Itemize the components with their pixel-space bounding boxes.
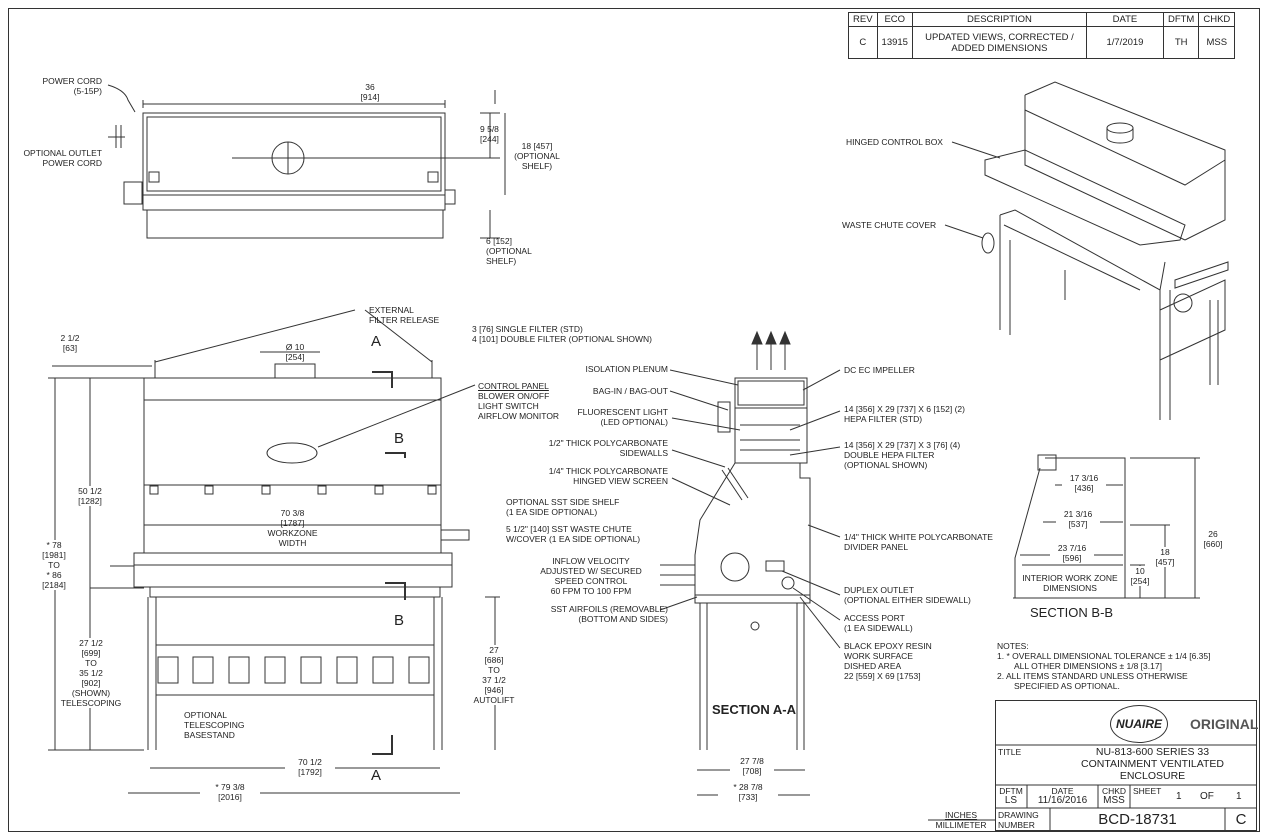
section-bb-width-3: 23 7/16[596] [1050, 543, 1094, 563]
title-block-rev: C [1235, 811, 1247, 828]
access-port-label: ACCESS PORT(1 EA SIDEWALL) [844, 613, 913, 633]
chkd-cell: MSS [1198, 26, 1236, 59]
sheet-total: 1 [1236, 791, 1242, 802]
side-shelf-label: OPTIONAL SST SIDE SHELF(1 EA SIDE OPTION… [506, 497, 620, 517]
date-cell: 1/7/2019 [1085, 26, 1164, 59]
title-block [995, 700, 1257, 831]
revision-table: REV ECO DESCRIPTION DATE DFTM CHKD C 139… [848, 12, 1236, 59]
sst-airfoils-label: SST AIRFOILS (REMOVABLE)(BOTTOM AND SIDE… [550, 604, 668, 624]
section-bb-width-2: 21 3/16[537] [1056, 509, 1100, 529]
overall-width-dimension: * 79 3/8[2016] [200, 782, 260, 802]
section-a-marker-top: A [371, 333, 382, 350]
section-bb-title: SECTION B-B [1030, 605, 1114, 620]
dc-ec-impeller-label: DC EC IMPELLER [844, 365, 915, 375]
section-bb-height-3: 26[660] [1203, 529, 1223, 549]
duplex-outlet-label: DUPLEX OUTLET(OPTIONAL EITHER SIDEWALL) [844, 585, 971, 605]
section-b-marker-top: B [394, 430, 405, 447]
power-cord-label: POWER CORD(5-15P) [42, 76, 103, 96]
upper-height-dimension: 50 1/2[1282] [72, 486, 108, 506]
section-bb-width-1: 17 3/16[436] [1062, 473, 1106, 493]
section-bb-height-1: 10[254] [1128, 566, 1152, 586]
iso-cabinet-view [944, 81, 1229, 420]
section-b-marker-bottom: B [394, 612, 405, 629]
top-offset-dimension: 2 1/2[63] [60, 333, 80, 353]
section-bb-height-2: 18[457] [1150, 547, 1180, 567]
drawing-number: BCD-18731 [1098, 811, 1177, 828]
isolation-plenum-label: ISOLATION PLENUM [585, 364, 669, 374]
description-cell: UPDATED VIEWS, CORRECTED /ADDED DIMENSIO… [911, 26, 1087, 59]
eco-cell: 13915 [876, 26, 913, 59]
hinged-control-box-label: HINGED CONTROL BOX [846, 137, 943, 147]
drawing-frame [8, 8, 1260, 832]
section-aa-view [659, 330, 841, 796]
notes-block: NOTES: 1. * OVERALL DIMENSIONAL TOLERANC… [997, 641, 1211, 691]
nuaire-logo: NUAIRE [1110, 705, 1168, 743]
waste-chute-cover-label: WASTE CHUTE COVER [842, 220, 937, 230]
top-width-dimension: 36[914] [360, 82, 380, 102]
top-depth-dimension: 9 5/8[244] [480, 124, 499, 144]
double-hepa-filter-label: 14 [356] X 29 [737] X 3 [76] (4)DOUBLE H… [844, 440, 961, 470]
hepa-filter-label: 14 [356] X 29 [737] X 6 [152] (2)HEPA FI… [844, 404, 965, 424]
collar-diameter-dimension: Ø 10[254] [285, 342, 305, 362]
original-stamp: ORIGINAL [1190, 716, 1259, 732]
sheet-number: 1 [1176, 791, 1182, 802]
sheet-of: OF [1200, 791, 1214, 802]
sheet-label: SHEET [1133, 786, 1162, 796]
fluorescent-light-label: FLUORESCENT LIGHT(LED OPTIONAL) [577, 407, 668, 427]
overall-height-dimension: * 78[1981]TO* 86[2184] [34, 540, 74, 590]
dftm-cell: TH [1162, 26, 1200, 59]
bag-in-bag-out-label: BAG-IN / BAG-OUT [592, 386, 668, 396]
filter-height-label: 3 [76] SINGLE FILTER (STD)4 [101] DOUBLE… [472, 324, 652, 344]
front-view [48, 309, 500, 794]
title-label: TITLE [998, 747, 1022, 757]
section-aa-title: SECTION A-A [712, 702, 797, 717]
section-a-marker-bottom: A [371, 767, 382, 784]
base-width-dimension: 70 1/2[1792] [285, 757, 335, 777]
section-aa-overall-depth-dimension: * 28 7/8[733] [718, 782, 778, 802]
title-block-lines [928, 744, 1257, 831]
top-view [107, 84, 506, 239]
section-aa-depth-dimension: 27 7/8[708] [730, 756, 774, 776]
